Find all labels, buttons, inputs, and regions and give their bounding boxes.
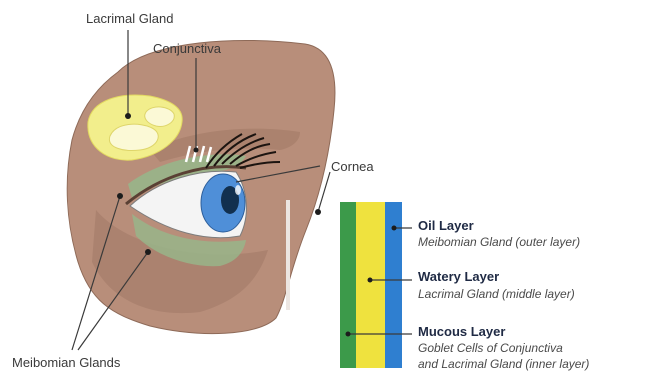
label-cornea: Cornea: [331, 160, 374, 173]
mucous-layer-source-line2: and Lacrimal Gland (inner layer): [418, 358, 589, 370]
tear-layer-watery: [356, 202, 385, 368]
watery-layer-title: Watery Layer: [418, 270, 499, 283]
mucous-layer-source-line1: Goblet Cells of Conjunctiva: [418, 342, 563, 354]
tear-layer-mucous: [340, 202, 356, 368]
oil-layer-title: Oil Layer: [418, 219, 474, 232]
cornea-highlight: [235, 185, 241, 195]
oil-layer-source: Meibomian Gland (outer layer): [418, 236, 580, 248]
watery-layer-source: Lacrimal Gland (middle layer): [418, 288, 575, 300]
label-conjunctiva: Conjunctiva: [153, 42, 221, 55]
cornea-section-guide: [286, 200, 290, 310]
lacrimal-gland-lobule-2: [145, 107, 175, 126]
label-meibomian-glands: Meibomian Glands: [12, 356, 120, 369]
label-lacrimal-gland: Lacrimal Gland: [86, 12, 173, 25]
lacrimal-gland-lobule: [109, 124, 158, 150]
mucous-layer-title: Mucous Layer: [418, 325, 505, 338]
